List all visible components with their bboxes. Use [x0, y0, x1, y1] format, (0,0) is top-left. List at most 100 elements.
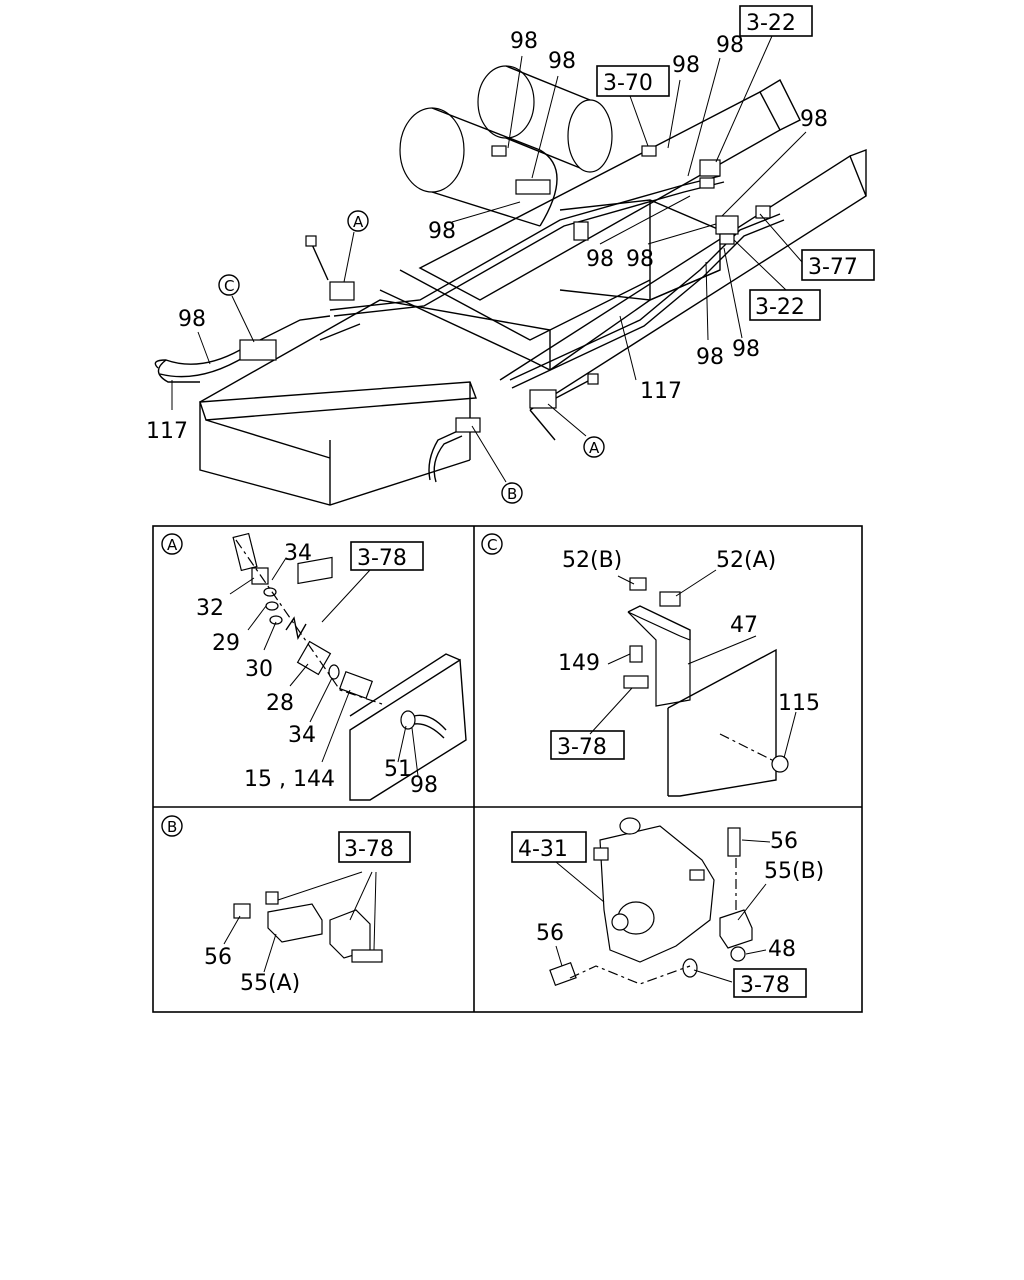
label-98: 98: [178, 307, 206, 332]
nut-115: [771, 755, 789, 773]
ref-box-3-78-d: 3-78: [733, 968, 807, 998]
label-48: 48: [768, 937, 796, 962]
label-98: 98: [626, 247, 654, 272]
bracket-47: [627, 611, 691, 707]
bushing-d: [682, 958, 698, 978]
callout-b: B: [501, 482, 523, 504]
air-tank-front: [399, 107, 558, 227]
bolt-56-top: [727, 827, 741, 857]
detail-b-letter: B: [167, 818, 177, 836]
valve-cluster-top: [491, 145, 771, 245]
svg-text:A: A: [353, 213, 364, 231]
bolt-149: [629, 645, 643, 663]
label-52b: 52(B): [562, 548, 622, 573]
label-15-144: 15 , 144: [244, 767, 335, 792]
ref-box-3-77: 3-77: [801, 249, 875, 281]
svg-text:3-22: 3-22: [755, 295, 805, 320]
bolt-56-bottom: [549, 961, 577, 987]
label-98: 98: [510, 29, 538, 54]
svg-text:4-31: 4-31: [518, 837, 568, 862]
pump-4-31: [599, 825, 715, 963]
bushing: [265, 891, 279, 905]
label-98: 98: [716, 33, 744, 58]
label-29: 29: [212, 631, 240, 656]
bolt-149-b: [623, 675, 649, 689]
ref-box-3-78-b: 3-78: [338, 831, 411, 863]
bracket-plate: [297, 556, 333, 585]
ref-box-4-31: 4-31: [511, 831, 587, 863]
svg-text:B: B: [507, 485, 517, 503]
detail-c: C 3-78 52(B) 52(A) 47 149 115: [481, 533, 820, 797]
valve-28: [296, 640, 332, 676]
svg-text:3-78: 3-78: [557, 735, 607, 760]
svg-text:3-22: 3-22: [746, 11, 796, 36]
label-30: 30: [245, 657, 273, 682]
detail-b: B 3-78 56 55(A): [161, 815, 411, 996]
washer-34-b: [328, 664, 340, 680]
label-32: 32: [196, 596, 224, 621]
bracket-b: [455, 417, 481, 433]
label-52a: 52(A): [716, 548, 776, 573]
label-28: 28: [266, 691, 294, 716]
svg-text:3-70: 3-70: [603, 71, 653, 96]
bolt-56: [233, 903, 251, 919]
fitting-52b: [629, 577, 647, 591]
svg-text:3-78: 3-78: [357, 546, 407, 571]
label-98: 98: [696, 345, 724, 370]
label-55b: 55(B): [764, 859, 824, 884]
pump-shaft: [611, 913, 629, 931]
pump-fitting-a: [593, 847, 609, 861]
frame-rail-left: [199, 299, 551, 506]
fitting-51: [400, 710, 416, 730]
bracket-55b: [719, 909, 753, 949]
label-98: 98: [548, 49, 576, 74]
label-98: 98: [586, 247, 614, 272]
label-98: 98: [428, 219, 456, 244]
ref-box-3-78-a: 3-78: [350, 541, 424, 571]
main-view: 98 98 98 98 98 98 98 98 98 98 98 117 117…: [146, 5, 875, 506]
svg-text:3-78: 3-78: [740, 973, 790, 998]
label-56: 56: [770, 829, 798, 854]
label-34: 34: [288, 723, 316, 748]
detail-grid: [152, 525, 863, 1013]
detail-pump: 4-31 3-78 56 55(B) 48 56: [511, 817, 824, 998]
label-117: 117: [146, 419, 188, 444]
fitting-32b: [251, 567, 269, 585]
ref-box-3-22-top: 3-22: [739, 5, 813, 37]
ref-box-3-70: 3-70: [596, 65, 670, 97]
connector-a-right: [529, 373, 599, 409]
bracket-55a: [267, 903, 323, 943]
pump-fitting-b: [689, 869, 705, 881]
svg-text:3-77: 3-77: [808, 255, 858, 280]
label-115: 115: [778, 691, 820, 716]
connector-a-left: [305, 235, 355, 301]
main-leaders: [171, 35, 807, 483]
ref-box-3-22-mid: 3-22: [749, 289, 821, 321]
frame-rail-right: [418, 79, 867, 441]
air-tank-rear: [477, 65, 613, 173]
label-56: 56: [536, 921, 564, 946]
label-34: 34: [284, 541, 312, 566]
detail-a-letter: A: [167, 536, 178, 554]
svg-text:A: A: [589, 439, 600, 457]
ref-box-3-78-c: 3-78: [550, 730, 625, 760]
label-98: 98: [672, 53, 700, 78]
label-47: 47: [730, 613, 758, 638]
bolt-b: [351, 949, 383, 963]
ring-30: [269, 615, 283, 625]
air-pipes: [154, 175, 785, 483]
label-98: 98: [800, 107, 828, 132]
detail-c-letter: C: [487, 536, 497, 554]
label-51: 51: [384, 757, 412, 782]
detail-a: A 3-78 34 32 29 30 28: [161, 532, 467, 801]
label-98: 98: [410, 773, 438, 798]
callout-a: A: [583, 436, 605, 458]
svg-text:C: C: [224, 277, 234, 295]
svg-text:3-78: 3-78: [344, 837, 394, 862]
label-149: 149: [558, 651, 600, 676]
label-55a: 55(A): [240, 971, 300, 996]
callout-a: A: [347, 210, 369, 232]
nut-48: [730, 946, 746, 962]
callout-c: C: [218, 274, 240, 296]
